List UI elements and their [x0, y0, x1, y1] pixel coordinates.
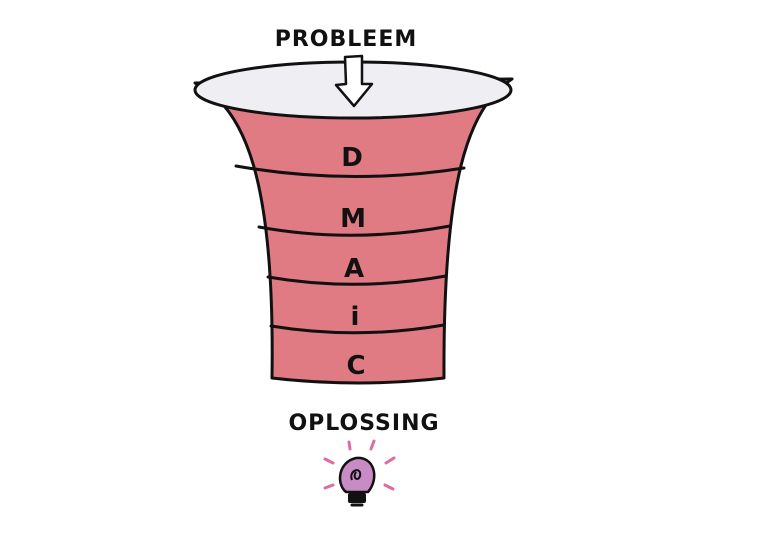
down-arrow-icon	[334, 54, 374, 108]
stage-dividers	[234, 164, 466, 335]
stage-letter-m: M	[340, 204, 366, 234]
stage-letters: D M A i C	[340, 143, 366, 381]
stage-divider	[234, 164, 466, 178]
stage-letter-c: C	[346, 351, 365, 381]
top-label: PROBLEEM	[275, 27, 418, 52]
bottom-label: OPLOSSING	[288, 411, 439, 436]
stage-divider	[266, 274, 448, 286]
stage-divider	[269, 323, 446, 335]
lightbulb-icon	[323, 439, 396, 507]
stage-letter-a: A	[344, 254, 364, 284]
stage-letter-i: i	[351, 302, 360, 332]
stage-divider	[257, 224, 452, 237]
stage-letter-d: D	[341, 143, 363, 173]
funnel-body	[193, 77, 514, 385]
